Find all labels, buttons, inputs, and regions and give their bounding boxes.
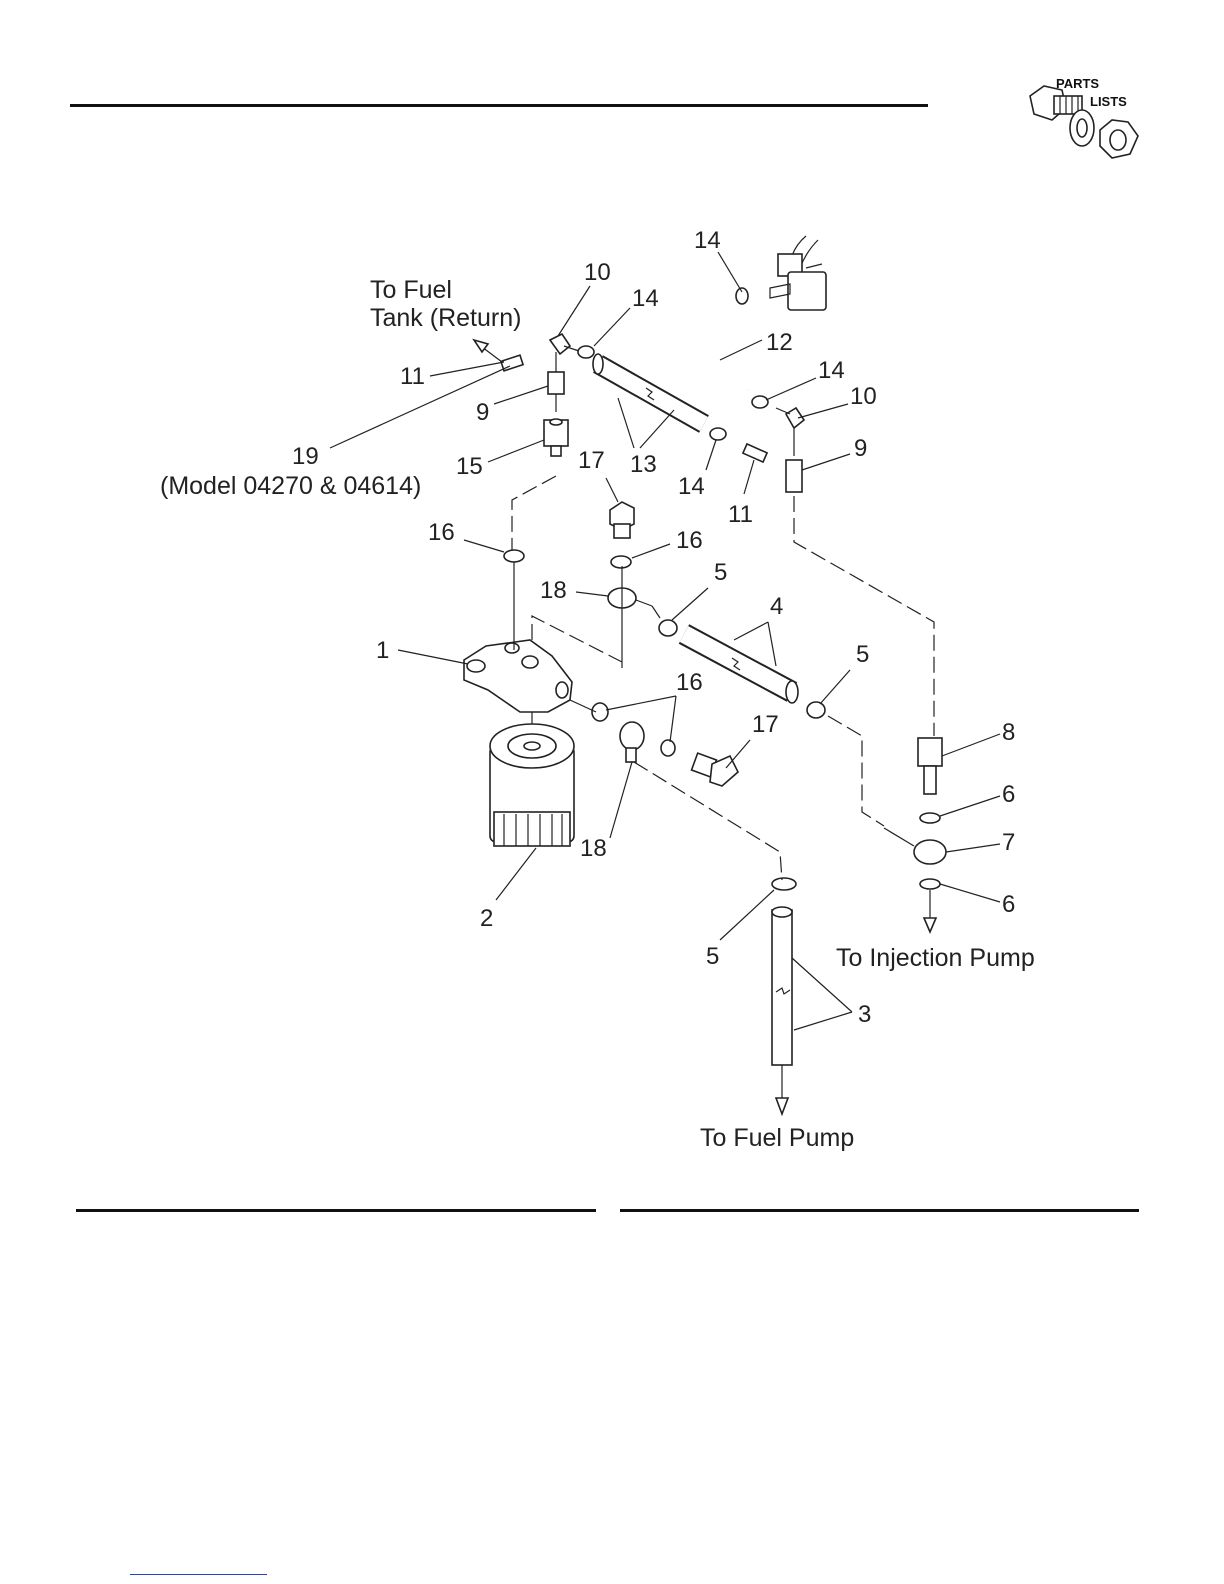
callout-14: 14 bbox=[678, 473, 705, 500]
callout-6: 6 bbox=[1002, 891, 1015, 918]
callout-17: 17 bbox=[578, 447, 605, 474]
callout-3: 3 bbox=[858, 1001, 871, 1028]
badge-lists-text: LISTS bbox=[1090, 94, 1127, 109]
callout-1: 1 bbox=[376, 637, 389, 664]
callout-18: 18 bbox=[580, 835, 607, 862]
callout-11: 11 bbox=[400, 363, 425, 390]
leader-lines bbox=[330, 252, 1000, 1030]
callout-5: 5 bbox=[706, 943, 719, 970]
fuel-filter-element bbox=[490, 712, 574, 846]
fuel-injector bbox=[770, 236, 826, 310]
callout-18: 18 bbox=[540, 577, 567, 604]
callout-2: 2 bbox=[480, 905, 493, 932]
callout-7: 7 bbox=[1002, 829, 1015, 856]
badge-parts-text: PARTS bbox=[1056, 76, 1099, 91]
hose-13 bbox=[593, 354, 704, 424]
callout-13: 13 bbox=[630, 451, 657, 478]
hose-3 bbox=[772, 907, 792, 1114]
fuel-filter-head bbox=[464, 640, 572, 712]
to-fuel-tank-label-line2: Tank (Return) bbox=[370, 304, 521, 332]
callout-11: 11 bbox=[728, 501, 753, 528]
callout-9: 9 bbox=[854, 435, 867, 462]
callout-10: 10 bbox=[584, 259, 611, 286]
callout-14: 14 bbox=[632, 285, 659, 312]
connection-lines bbox=[512, 476, 934, 880]
to-fuel-pump-label: To Fuel Pump bbox=[700, 1124, 854, 1152]
return-hose-12 bbox=[698, 288, 748, 390]
callout-19: 19 bbox=[292, 443, 319, 470]
callout-16: 16 bbox=[428, 519, 455, 546]
callout-10: 10 bbox=[850, 383, 877, 410]
callout-5: 5 bbox=[714, 559, 727, 586]
callout-9: 9 bbox=[476, 399, 489, 426]
callout-8: 8 bbox=[1002, 719, 1015, 746]
callout-15: 15 bbox=[456, 453, 483, 480]
callout-5: 5 bbox=[856, 641, 869, 668]
to-injection-pump-label: To Injection Pump bbox=[836, 944, 1035, 972]
callout-16: 16 bbox=[676, 527, 703, 554]
callout-16: 16 bbox=[676, 669, 703, 696]
to-fuel-tank-label-line1: To Fuel bbox=[370, 276, 452, 304]
callout-14: 14 bbox=[818, 357, 845, 384]
callout-14: 14 bbox=[694, 227, 721, 254]
callout-17: 17 bbox=[752, 711, 779, 738]
callout-4: 4 bbox=[770, 593, 783, 620]
model-note: (Model 04270 & 04614) bbox=[160, 472, 421, 500]
callout-6: 6 bbox=[1002, 781, 1015, 808]
callout-12: 12 bbox=[766, 329, 793, 356]
